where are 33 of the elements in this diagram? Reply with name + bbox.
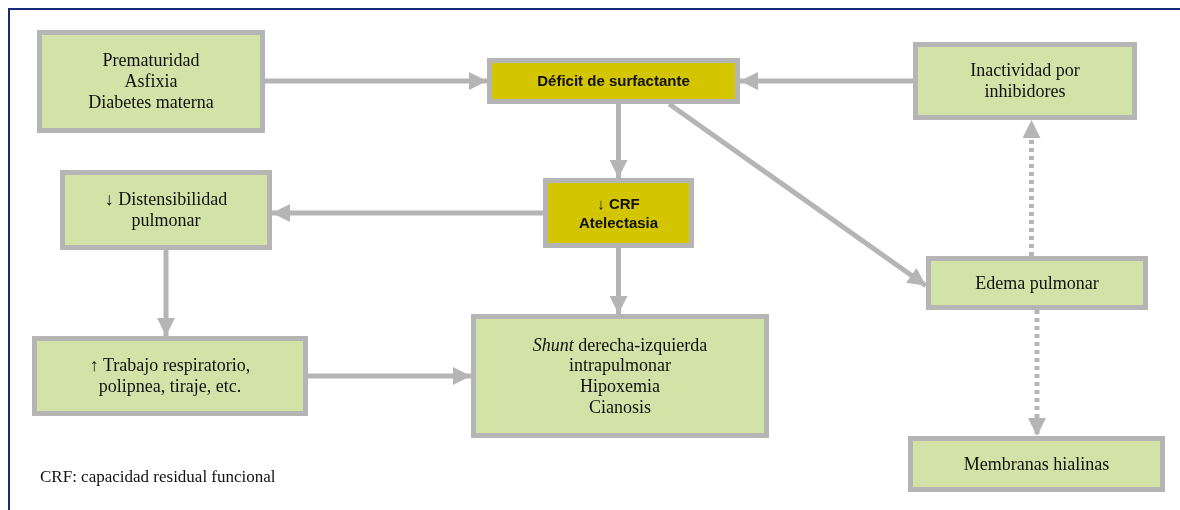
highlight-box — [487, 58, 740, 104]
node-text: ↓ Distensibilidad pulmonar — [103, 189, 229, 231]
node-text: Atelectasia — [578, 213, 659, 233]
arrow — [157, 250, 175, 336]
arrow — [1022, 120, 1041, 256]
node-text: Cianosis — [589, 396, 651, 418]
arrow — [609, 104, 628, 178]
process-box — [60, 170, 272, 250]
node-text: Hipoxemia — [580, 376, 660, 397]
node-text: Edema pulmonar — [975, 272, 1099, 294]
node-text: Shunt derecha-izquierda intrapulmonar — [531, 334, 709, 376]
arrow — [740, 72, 913, 90]
process-box — [471, 314, 769, 438]
node-text: Diabetes materna — [88, 91, 214, 113]
process-box — [926, 256, 1148, 310]
node-text: Membranas hialinas — [963, 453, 1110, 475]
process-box — [37, 30, 265, 133]
node-text: ↑ Trabajo respiratorio, polipnea, tiraje, etc. — [88, 355, 252, 397]
arrow — [265, 72, 487, 90]
node-text: Asfixia — [124, 71, 178, 92]
arrow — [609, 248, 628, 314]
arrow — [308, 367, 471, 385]
node-text: Déficit de surfactante — [537, 71, 690, 91]
process-box — [913, 42, 1137, 120]
footnote: CRF: capacidad residual funcional — [40, 467, 276, 487]
process-box — [32, 336, 308, 416]
arrow — [1028, 310, 1046, 436]
node-text: Prematuridad — [102, 50, 200, 72]
arrow — [272, 204, 543, 222]
node-text: Inactividad por inhibidores — [969, 60, 1081, 102]
process-box — [908, 436, 1165, 492]
node-text: ↓ CRF — [597, 193, 640, 213]
highlight-box — [543, 178, 694, 248]
